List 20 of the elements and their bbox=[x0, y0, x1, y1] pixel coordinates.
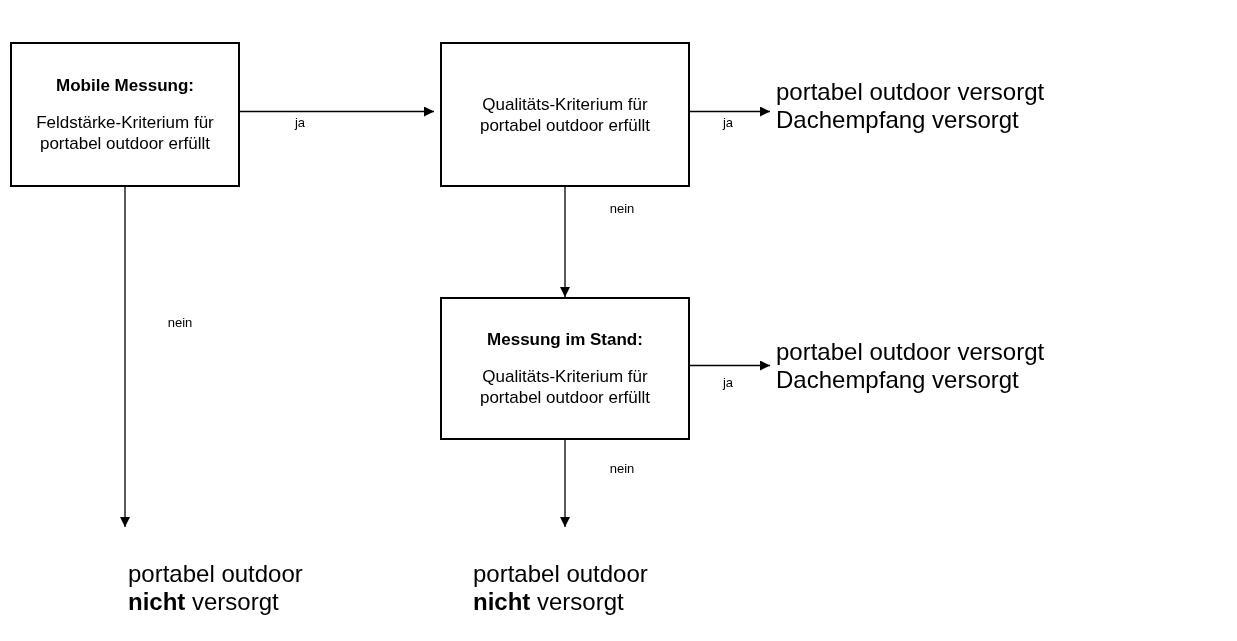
box-text: Feldstärke-Kriterium für portabel outdoor erfüllt bbox=[35, 112, 215, 154]
outcome-text: Dachempfang versorgt bbox=[776, 366, 1019, 394]
arrow bbox=[560, 439, 570, 528]
outcome-text: portabel outdoor nicht versorgt bbox=[473, 560, 649, 616]
arrow bbox=[560, 186, 570, 298]
box-text: Qualitäts-Kriterium für portabel outdoor erfüllt bbox=[478, 366, 652, 408]
box-heading: Mobile Messung: bbox=[56, 75, 194, 96]
arrow bbox=[689, 360, 771, 371]
arrow bbox=[239, 106, 435, 117]
process-box bbox=[440, 42, 690, 187]
box-text: Qualitäts-Kriterium für portabel outdoor erfüllt bbox=[478, 93, 652, 136]
outcome-text: portabel outdoor versorgt bbox=[776, 78, 1045, 106]
process-box bbox=[10, 42, 240, 187]
outcome-text: Dachempfang versorgt bbox=[776, 106, 1019, 134]
outcome-text: portabel outdoor versorgt bbox=[776, 338, 1045, 366]
box-heading: Messung im Stand: bbox=[487, 329, 643, 350]
arrow bbox=[689, 106, 771, 117]
outcome-text: portabel outdoor nicht versorgt bbox=[128, 560, 304, 616]
process-box bbox=[440, 297, 690, 440]
arrow bbox=[120, 186, 130, 528]
